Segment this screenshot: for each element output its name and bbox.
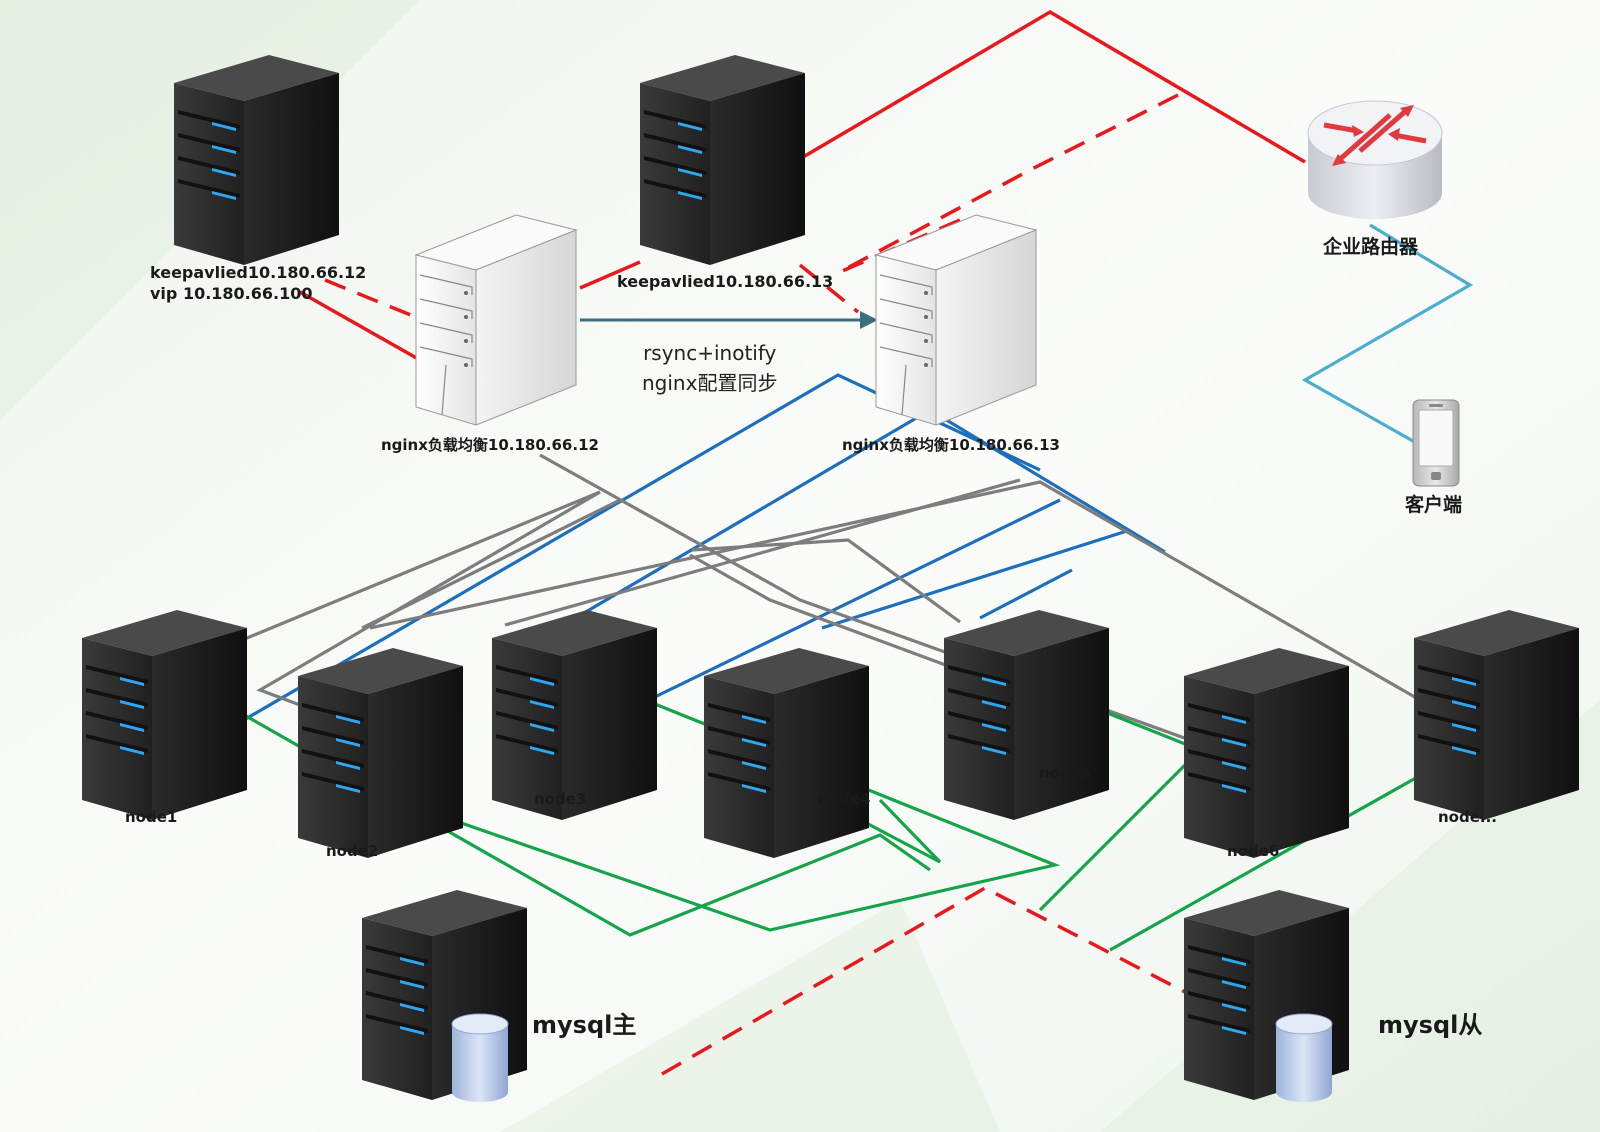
keepalived-1-name: keepavlied10.180.66.12: [150, 263, 367, 282]
node6-rack-server-icon: [1184, 648, 1349, 858]
router-label: 企业路由器: [1323, 236, 1419, 258]
database-icon: [1275, 1013, 1333, 1102]
node4-rack-server-icon: [704, 648, 869, 858]
router-icon: [1307, 100, 1443, 219]
node5-label: node5: [1039, 764, 1092, 782]
keepalived-2-rack-server-icon: [640, 55, 805, 265]
node-more-rack-server-icon: [1414, 610, 1579, 820]
node4-label: node4: [818, 790, 871, 808]
node6-label: node6: [1227, 842, 1280, 860]
database-icon: [451, 1013, 509, 1102]
node1-label: node1: [125, 808, 178, 826]
gray-links: [217, 453, 1421, 742]
node2-rack-server-icon: [298, 648, 463, 858]
keepalived-2-label: keepavlied10.180.66.13: [617, 272, 834, 291]
mobile-phone-icon: [1412, 399, 1460, 487]
nginx-1-tower-server-icon: [415, 214, 577, 426]
node1-rack-server-icon: [82, 610, 247, 820]
client-label: 客户端: [1405, 494, 1463, 516]
node5-rack-server-icon: [944, 610, 1109, 820]
keepalived-1-label: keepavlied10.180.66.12 vip 10.180.66.100: [150, 262, 366, 304]
keepalived-1-vip: vip 10.180.66.100: [150, 284, 313, 303]
node3-label: node3: [534, 790, 587, 808]
node-more-label: node...: [1438, 808, 1497, 826]
sync-label-line2: nginx配置同步: [642, 371, 778, 395]
sync-label-line1: rsync+inotify: [643, 341, 777, 365]
mysql-master-label: mysql主: [532, 1011, 637, 1039]
nginx-2-label: nginx负载均衡10.180.66.13: [842, 436, 1060, 454]
sync-label: rsync+inotify nginx配置同步: [642, 338, 777, 398]
nginx-1-label: nginx负载均衡10.180.66.12: [381, 436, 599, 454]
mysql-slave-label: mysql从: [1378, 1011, 1483, 1039]
nginx-2-tower-server-icon: [875, 214, 1037, 426]
cyan-link: [1301, 223, 1474, 447]
node3-rack-server-icon: [492, 610, 657, 820]
red-solid-links: [299, 9, 1306, 362]
keepalived-1-rack-server-icon: [174, 55, 339, 265]
node2-label: node2: [326, 842, 379, 860]
sync-arrow: [580, 311, 878, 329]
